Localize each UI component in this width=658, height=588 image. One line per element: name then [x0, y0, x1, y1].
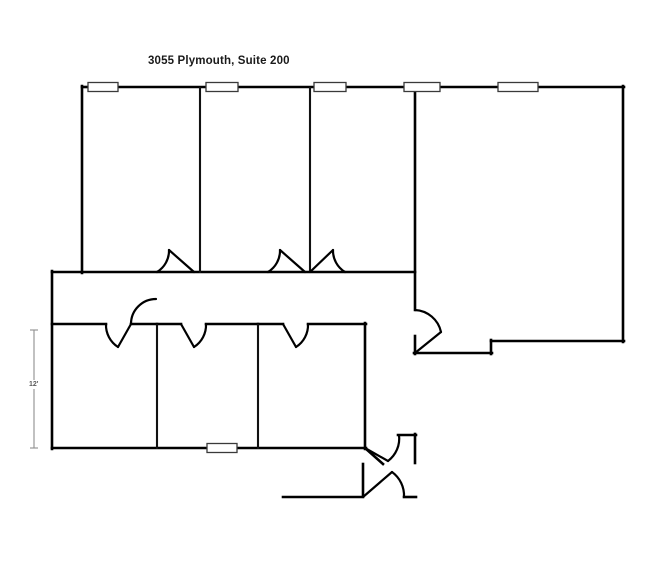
- door-upper-room-1: [129, 297, 158, 326]
- door-arc-upper-1: [155, 248, 171, 274]
- window-north-1: [87, 81, 119, 93]
- dimension-label-12ft: 12': [28, 380, 40, 389]
- door-large-east-room: [413, 308, 443, 355]
- page-title: 3055 Plymouth, Suite 200: [148, 55, 290, 67]
- door-arc-upper-3: [331, 248, 347, 274]
- window-north-4: [403, 81, 441, 93]
- door-leaf-east-room: [413, 330, 443, 355]
- door-leaf-entry-upper: [363, 446, 390, 463]
- doors-upper-bank: [155, 248, 347, 274]
- door-leaf-upper-3: [308, 248, 335, 274]
- window-north-5: [497, 81, 539, 93]
- window-north-3: [313, 81, 347, 93]
- door-leaf-lower-2: [179, 322, 196, 349]
- door-leaf-entry-lower: [361, 470, 394, 499]
- door-leaf-lower-1: [116, 322, 133, 349]
- door-leaf-upper-2: [278, 248, 307, 274]
- door-arc-lower-1: [104, 322, 120, 349]
- doors-entry: [361, 433, 406, 499]
- door-arc-upper-2: [266, 248, 282, 274]
- door-leaf-upper-1: [167, 248, 196, 274]
- door-arc-lower-3: [294, 322, 310, 349]
- window-south-1: [206, 442, 238, 454]
- doors-lower-bank: [104, 322, 310, 349]
- interior-partitions: [155, 86, 312, 450]
- door-arc-east-room: [413, 308, 443, 334]
- dimension-12ft-left: [30, 329, 38, 449]
- door-leaf-lower-3: [281, 322, 298, 349]
- windows: [87, 81, 539, 454]
- window-north-2: [205, 81, 239, 93]
- door-arc-lower-2: [192, 322, 208, 349]
- door-arc-entry-upper: [386, 433, 401, 463]
- door-arc-entry-lower: [390, 470, 406, 499]
- exterior-walls: [50, 84, 626, 499]
